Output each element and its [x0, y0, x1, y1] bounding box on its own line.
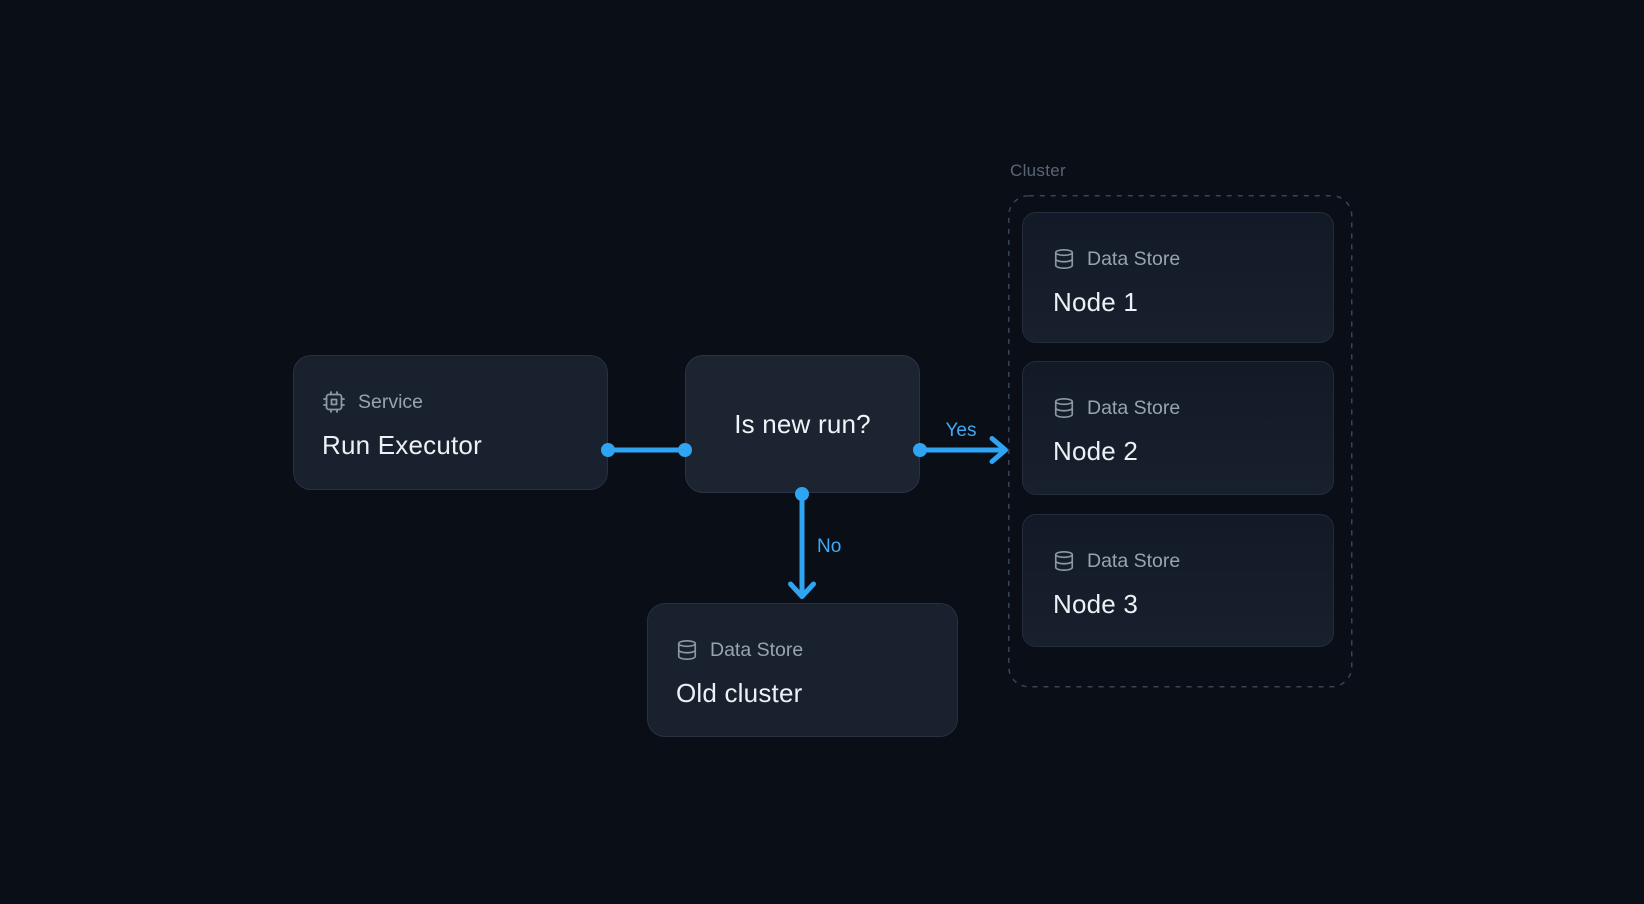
edge-label-yes: Yes [945, 420, 977, 441]
database-icon [1054, 551, 1074, 571]
cluster-group-label: Cluster [1010, 161, 1066, 180]
service-node[interactable]: Service Run Executor [293, 355, 608, 490]
arrowhead-right [989, 436, 1008, 464]
cluster-node-3-type-row: Data Store [1053, 549, 1305, 573]
old-cluster-type-label: Data Store [710, 639, 804, 661]
edge-label-no: No [817, 536, 842, 557]
cluster-node-2-name: Node 2 [1053, 436, 1139, 466]
cluster-node-2-type-label: Data Store [1087, 397, 1181, 419]
decision-question: Is new run? [734, 408, 871, 439]
cluster-node-3[interactable]: Data Store Node 3 [1022, 514, 1334, 647]
database-icon [1054, 249, 1074, 269]
cluster-node-1-name: Node 1 [1053, 287, 1139, 317]
old-cluster-name: Old cluster [676, 678, 803, 708]
cluster-node-1-type-row: Data Store [1053, 247, 1305, 271]
service-name: Run Executor [322, 430, 482, 460]
edge-service-to-decision[interactable] [601, 443, 692, 457]
cluster-node-1-type-label: Data Store [1087, 248, 1181, 270]
decision-node[interactable]: Is new run? [685, 355, 920, 493]
edge-decision-no[interactable] [788, 487, 816, 599]
old-cluster-type-row: Data Store [676, 638, 929, 662]
cluster-node-2-type-row: Data Store [1053, 396, 1305, 420]
service-type-label: Service [358, 391, 424, 413]
cluster-node-3-type-label: Data Store [1087, 550, 1181, 572]
cluster-node-2[interactable]: Data Store Node 2 [1022, 361, 1334, 495]
service-type-row: Service [322, 390, 579, 414]
database-icon [677, 640, 697, 660]
cpu-icon [323, 391, 345, 413]
arrowhead-down [788, 581, 816, 599]
old-cluster-node[interactable]: Data Store Old cluster [647, 603, 958, 737]
database-icon [1054, 398, 1074, 418]
cluster-node-3-name: Node 3 [1053, 589, 1139, 619]
cluster-node-1[interactable]: Data Store Node 1 [1022, 212, 1334, 343]
